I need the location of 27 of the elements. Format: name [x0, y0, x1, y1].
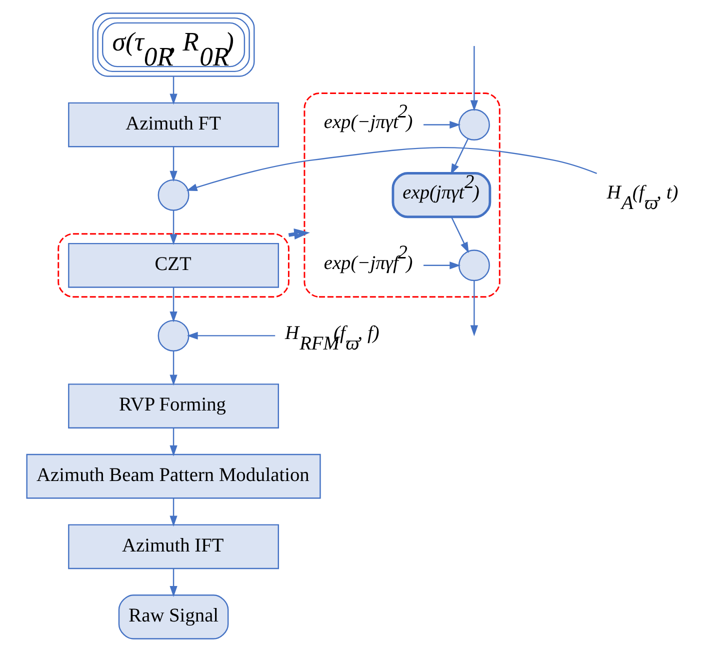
arrow [423, 120, 460, 129]
arrow [470, 280, 478, 336]
node-circle [458, 109, 490, 141]
arrow [169, 76, 177, 105]
arrow [470, 46, 478, 112]
arrow [169, 146, 177, 182]
arrow [186, 147, 597, 192]
cluster [303, 92, 500, 298]
node-box: Raw Signal [118, 594, 228, 640]
node-box: CZT [68, 242, 278, 288]
arrow [169, 287, 177, 322]
arrow [169, 498, 177, 527]
arrow [169, 210, 177, 245]
arrow [423, 262, 460, 270]
node-circle [458, 250, 490, 282]
node-box: RVP Forming [68, 384, 278, 428]
node-circle [157, 320, 189, 352]
node-box: Azimuth IFT [68, 524, 278, 570]
arrow [186, 332, 275, 340]
arrow [169, 568, 177, 597]
arrow [169, 350, 177, 386]
arrow [450, 216, 468, 254]
node-box: Azimuth Beam Pattern Modulation [26, 454, 320, 499]
node-box: Azimuth FT [68, 102, 278, 148]
node-circle [157, 179, 189, 211]
arrow [450, 138, 468, 175]
arrow [169, 428, 177, 456]
